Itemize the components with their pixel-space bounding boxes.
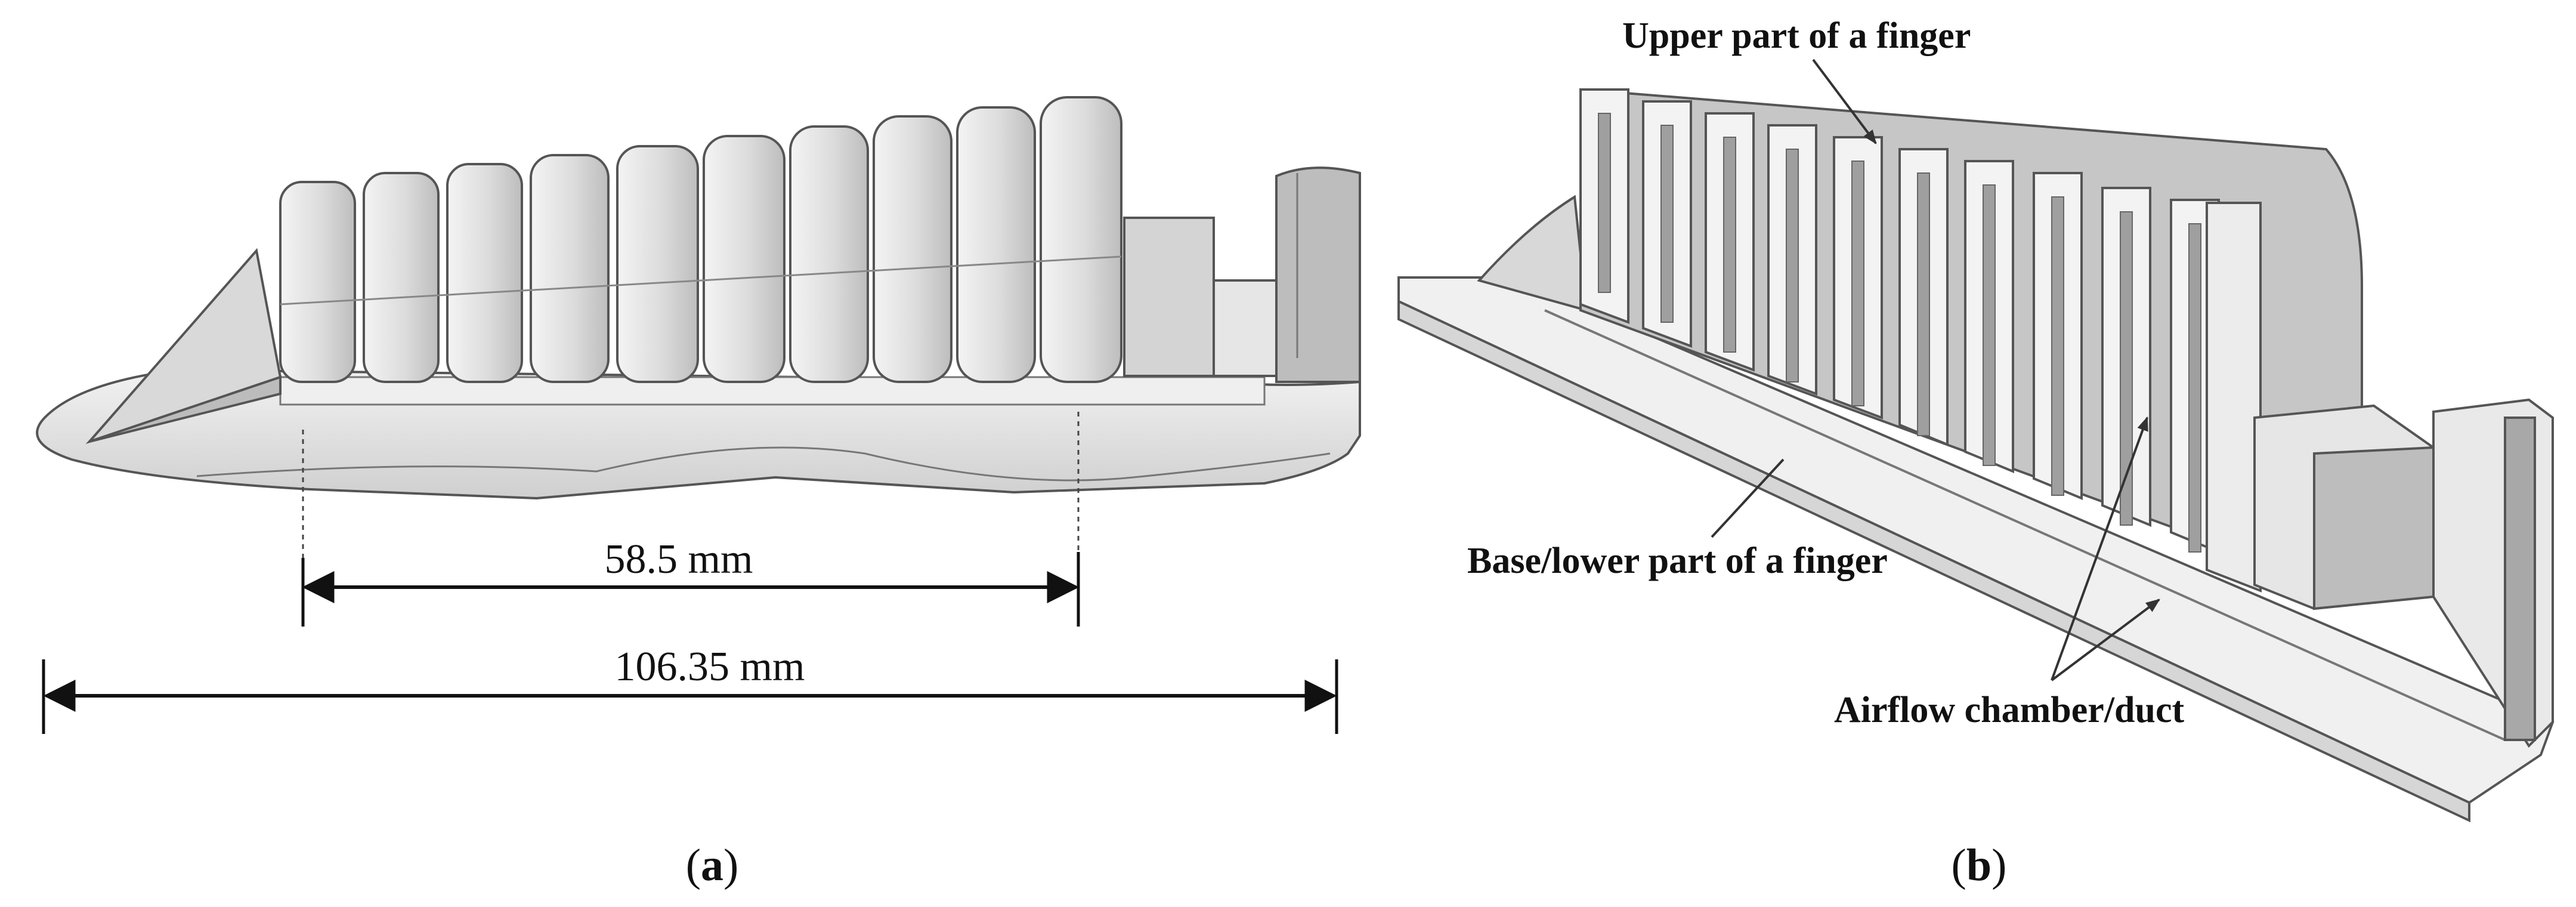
caption-a: (a) — [686, 840, 739, 890]
dimension-outer-label: 106.35 mm — [615, 644, 805, 690]
caption-b: (b) — [1952, 840, 2007, 890]
label-upper-part: Upper part of a finger — [1622, 16, 1971, 56]
panel-b: Upper part of a finger Base/lower part o… — [1397, 16, 2555, 890]
finger-model-cross-section — [1397, 88, 2555, 823]
u-fingers — [1579, 88, 2262, 593]
leader-airflow-2 — [2051, 599, 2160, 681]
finger-discs — [279, 96, 1122, 383]
panel-a: 58.5 mm 106.35 mm (a) — [36, 96, 1361, 890]
label-base-part: Base/lower part of a finger — [1467, 541, 1888, 581]
label-airflow-duct: Airflow chamber/duct — [1834, 690, 2185, 730]
leader-airflow-1 — [2051, 416, 2148, 681]
finger-model-side-view — [36, 96, 1361, 500]
dimension-inner-label: 58.5 mm — [605, 536, 753, 582]
leader-base-part — [1711, 458, 1785, 538]
leader-upper-part — [1812, 58, 1877, 144]
